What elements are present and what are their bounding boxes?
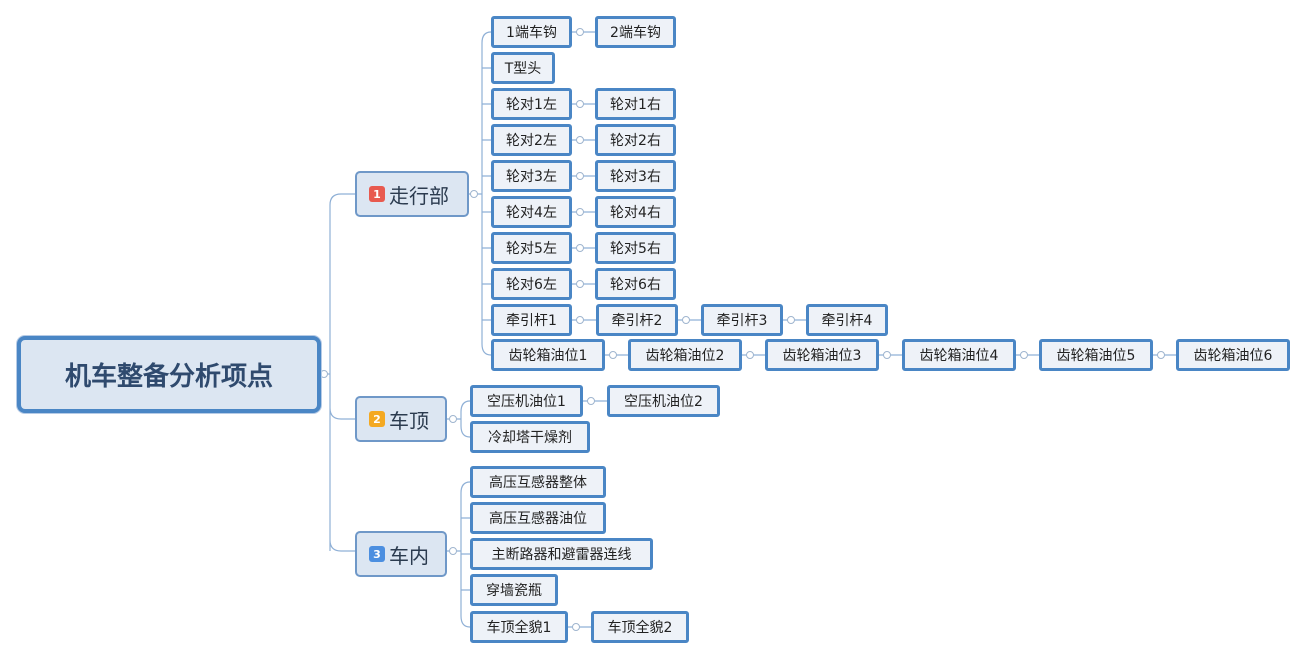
- topic-node[interactable]: 齿轮箱油位2: [628, 339, 742, 371]
- collapse-knob[interactable]: [449, 415, 457, 423]
- branch-label: 车内: [389, 543, 429, 568]
- topic-node[interactable]: 轮对5右: [595, 232, 676, 264]
- collapse-knob[interactable]: [576, 244, 584, 252]
- collapse-knob[interactable]: [883, 351, 891, 359]
- collapse-knob[interactable]: [576, 316, 584, 324]
- topic-node[interactable]: 牵引杆4: [806, 304, 888, 336]
- root-topic-label: 机车整备分析项点: [64, 362, 273, 392]
- collapse-knob[interactable]: [576, 280, 584, 288]
- topic-node[interactable]: 轮对4左: [491, 196, 572, 228]
- topic-node[interactable]: 牵引杆2: [596, 304, 678, 336]
- collapse-knob[interactable]: [470, 190, 478, 198]
- topic-node[interactable]: 空压机油位2: [607, 385, 720, 417]
- topic-node[interactable]: 车顶全貌1: [470, 611, 568, 643]
- topic-node[interactable]: 1端车钩: [491, 16, 572, 48]
- collapse-knob[interactable]: [682, 316, 690, 324]
- topic-node[interactable]: 轮对1左: [491, 88, 572, 120]
- topic-node[interactable]: 轮对6右: [595, 268, 676, 300]
- topic-node[interactable]: 主断路器和避雷器连线: [470, 538, 653, 570]
- collapse-knob[interactable]: [1157, 351, 1165, 359]
- branch-topic-interior[interactable]: 3 车内: [355, 531, 447, 577]
- collapse-knob[interactable]: [576, 100, 584, 108]
- topic-node[interactable]: 高压互感器整体: [470, 466, 606, 498]
- topic-node[interactable]: T型头: [491, 52, 555, 84]
- branch-topic-running-gear[interactable]: 1 走行部: [355, 171, 469, 217]
- priority-3-icon: 3: [369, 546, 385, 562]
- collapse-knob[interactable]: [576, 136, 584, 144]
- collapse-knob[interactable]: [449, 547, 457, 555]
- branch-topic-roof[interactable]: 2 车顶: [355, 396, 447, 442]
- collapse-knob[interactable]: [1020, 351, 1028, 359]
- topic-node[interactable]: 轮对1右: [595, 88, 676, 120]
- collapse-knob[interactable]: [576, 172, 584, 180]
- collapse-knob[interactable]: [576, 28, 584, 36]
- collapse-knob[interactable]: [746, 351, 754, 359]
- topic-node[interactable]: 齿轮箱油位6: [1176, 339, 1290, 371]
- topic-node[interactable]: 牵引杆1: [491, 304, 572, 336]
- topic-node[interactable]: 轮对4右: [595, 196, 676, 228]
- topic-node[interactable]: 齿轮箱油位5: [1039, 339, 1153, 371]
- topic-node[interactable]: 齿轮箱油位4: [902, 339, 1016, 371]
- topic-node[interactable]: 车顶全貌2: [591, 611, 689, 643]
- topic-node[interactable]: 轮对2左: [491, 124, 572, 156]
- branch-label: 车顶: [389, 408, 429, 433]
- collapse-knob[interactable]: [576, 208, 584, 216]
- topic-node[interactable]: 齿轮箱油位1: [491, 339, 605, 371]
- topic-node[interactable]: 空压机油位1: [470, 385, 583, 417]
- topic-node[interactable]: 轮对3左: [491, 160, 572, 192]
- topic-node[interactable]: 冷却塔干燥剂: [470, 421, 590, 453]
- collapse-knob[interactable]: [320, 370, 328, 378]
- branch-label: 走行部: [389, 183, 449, 208]
- topic-node[interactable]: 轮对2右: [595, 124, 676, 156]
- root-topic[interactable]: 机车整备分析项点: [17, 336, 321, 413]
- collapse-knob[interactable]: [609, 351, 617, 359]
- collapse-knob[interactable]: [587, 397, 595, 405]
- collapse-knob[interactable]: [787, 316, 795, 324]
- topic-node[interactable]: 轮对3右: [595, 160, 676, 192]
- topic-node[interactable]: 2端车钩: [595, 16, 676, 48]
- topic-node[interactable]: 轮对6左: [491, 268, 572, 300]
- topic-node[interactable]: 牵引杆3: [701, 304, 783, 336]
- topic-node[interactable]: 穿墙瓷瓶: [470, 574, 558, 606]
- collapse-knob[interactable]: [572, 623, 580, 631]
- topic-node[interactable]: 齿轮箱油位3: [765, 339, 879, 371]
- topic-node[interactable]: 高压互感器油位: [470, 502, 606, 534]
- topic-node[interactable]: 轮对5左: [491, 232, 572, 264]
- priority-1-icon: 1: [369, 186, 385, 202]
- priority-2-icon: 2: [369, 411, 385, 427]
